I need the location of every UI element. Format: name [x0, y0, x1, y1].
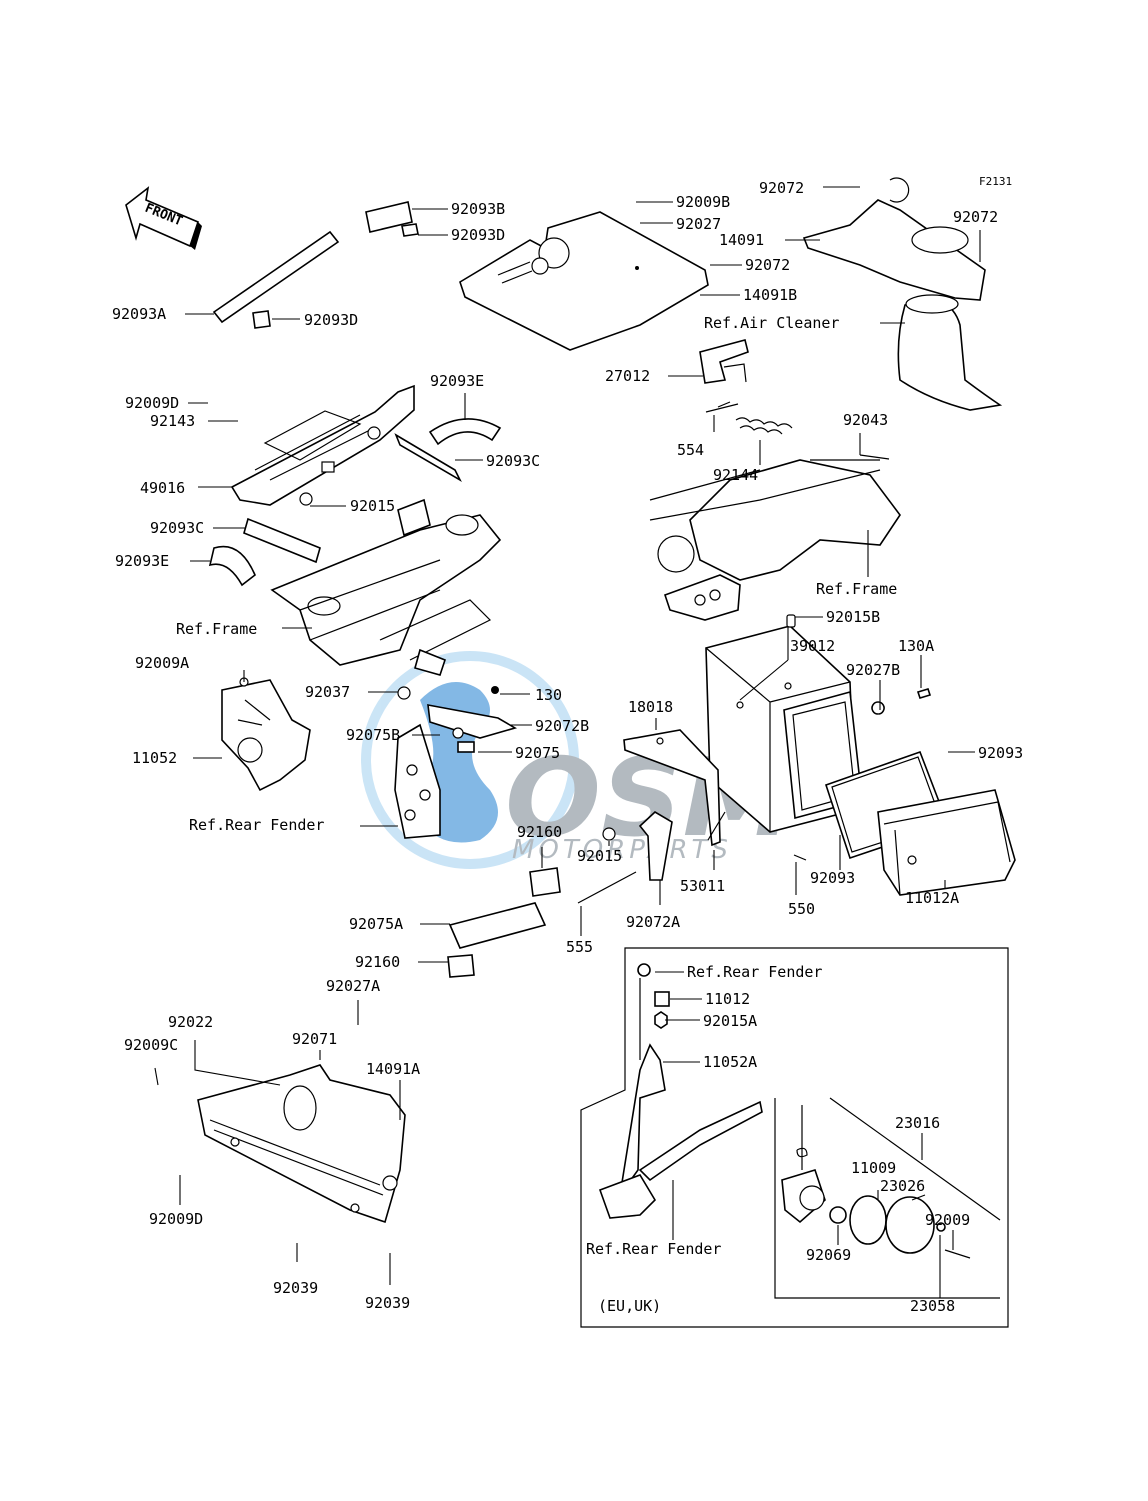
- part-label: 23016: [895, 1114, 940, 1132]
- part-label: 92039: [365, 1294, 410, 1312]
- part-label: 39012: [790, 637, 835, 655]
- part-label: 92069: [806, 1246, 851, 1264]
- spring-92144: [735, 417, 793, 435]
- part-label: 550: [788, 900, 815, 918]
- main-frame-ref: [270, 498, 502, 676]
- small-hardware: [447, 614, 932, 978]
- part-label: 11012A: [905, 889, 959, 907]
- cover-14091: [802, 177, 986, 301]
- figure-code: F2131: [979, 175, 1012, 188]
- part-label: 92144: [713, 466, 758, 484]
- part-label: Ref.Rear Fender: [586, 1240, 721, 1258]
- battery-holder-92072A: [638, 811, 673, 881]
- part-label: 49016: [140, 479, 185, 497]
- part-label: 92043: [843, 411, 888, 429]
- part-label: 92027A: [326, 977, 380, 995]
- part-label: 14091B: [743, 286, 797, 304]
- leader-lines: [154, 186, 981, 1298]
- watermark-sub-text: MOTORPARTS: [512, 835, 732, 865]
- part-label: 92037: [305, 683, 350, 701]
- part-label: 92093A: [112, 305, 166, 323]
- part-label: 92093D: [451, 226, 505, 244]
- part-label: 130: [535, 686, 562, 704]
- part-label: Ref.Frame: [816, 580, 897, 598]
- air-cleaner-duct: [897, 294, 1003, 411]
- part-label: 92009C: [124, 1036, 178, 1054]
- part-label: 92075: [515, 744, 560, 762]
- frame-right-ref: [649, 454, 901, 621]
- part-label: 92093: [978, 744, 1023, 762]
- cover-14091B: [459, 211, 709, 351]
- inset-region-note: (EU,UK): [598, 1297, 661, 1315]
- part-label: 554: [677, 441, 704, 459]
- part-label: 92072: [759, 179, 804, 197]
- part-label: 23026: [880, 1177, 925, 1195]
- part-label: 92093: [810, 869, 855, 887]
- part-label: 92015: [577, 847, 622, 865]
- part-label: Ref.Air Cleaner: [704, 314, 839, 332]
- part-label: 92072B: [535, 717, 589, 735]
- battery-cover-11012A: [877, 789, 1016, 896]
- part-label: 92015: [350, 497, 395, 515]
- part-label: 92009A: [135, 654, 189, 672]
- part-label: 11009: [851, 1159, 896, 1177]
- part-label: 18018: [628, 698, 673, 716]
- part-label: 14091: [719, 231, 764, 249]
- chain-cover-14091A: [197, 1064, 406, 1224]
- part-label: 92143: [150, 412, 195, 430]
- part-label: 92039: [273, 1279, 318, 1297]
- part-label: Ref.Frame: [176, 620, 257, 638]
- rear-fender-stay: [394, 723, 441, 839]
- bracket-11052: [221, 677, 311, 792]
- part-label: 92160: [517, 823, 562, 841]
- part-label: 92072A: [626, 913, 680, 931]
- part-label: 27012: [605, 367, 650, 385]
- part-label: 92009: [925, 1211, 970, 1229]
- part-label: Ref.Rear Fender: [189, 816, 324, 834]
- front-direction-arrow: FRONT: [125, 186, 202, 250]
- part-label: 92027B: [846, 661, 900, 679]
- part-label: 92093E: [115, 552, 169, 570]
- part-label: 92093B: [451, 200, 505, 218]
- part-labels: 92072 92009B 92027 92072 14091 92072 140…: [112, 179, 1023, 1315]
- part-label: 92093E: [430, 372, 484, 390]
- part-label: 92072: [953, 208, 998, 226]
- part-label: 92075A: [349, 915, 403, 933]
- foam-strips: [208, 201, 502, 587]
- part-label: 92015B: [826, 608, 880, 626]
- part-label: 11012: [705, 990, 750, 1008]
- part-label: 92071: [292, 1030, 337, 1048]
- part-label: 92093C: [150, 519, 204, 537]
- rear-frame-bracket-49016: [230, 384, 415, 506]
- part-label: 130A: [898, 637, 934, 655]
- part-label: 92015A: [703, 1012, 757, 1030]
- battery-case-39012: [705, 625, 863, 833]
- eu-uk-inset: [580, 947, 1009, 1328]
- part-label: 11052: [132, 749, 177, 767]
- part-label: 92072: [745, 256, 790, 274]
- part-label: 92027: [676, 215, 721, 233]
- battery-strap-18018: [623, 729, 721, 847]
- part-label: 92075B: [346, 726, 400, 744]
- hinge-27012: [699, 339, 749, 413]
- part-label: 92160: [355, 953, 400, 971]
- part-label: Ref.Rear Fender: [687, 963, 822, 981]
- part-label: 92009B: [676, 193, 730, 211]
- part-label: 92009D: [149, 1210, 203, 1228]
- part-label: 92009D: [125, 394, 179, 412]
- part-label: 23058: [910, 1297, 955, 1315]
- part-label: 92093D: [304, 311, 358, 329]
- part-label: 92022: [168, 1013, 213, 1031]
- bracket-92072B: [397, 686, 518, 753]
- part-label: 53011: [680, 877, 725, 895]
- part-label: 11052A: [703, 1053, 757, 1071]
- part-label: 92093C: [486, 452, 540, 470]
- part-label: 14091A: [366, 1060, 420, 1078]
- part-label: 555: [566, 938, 593, 956]
